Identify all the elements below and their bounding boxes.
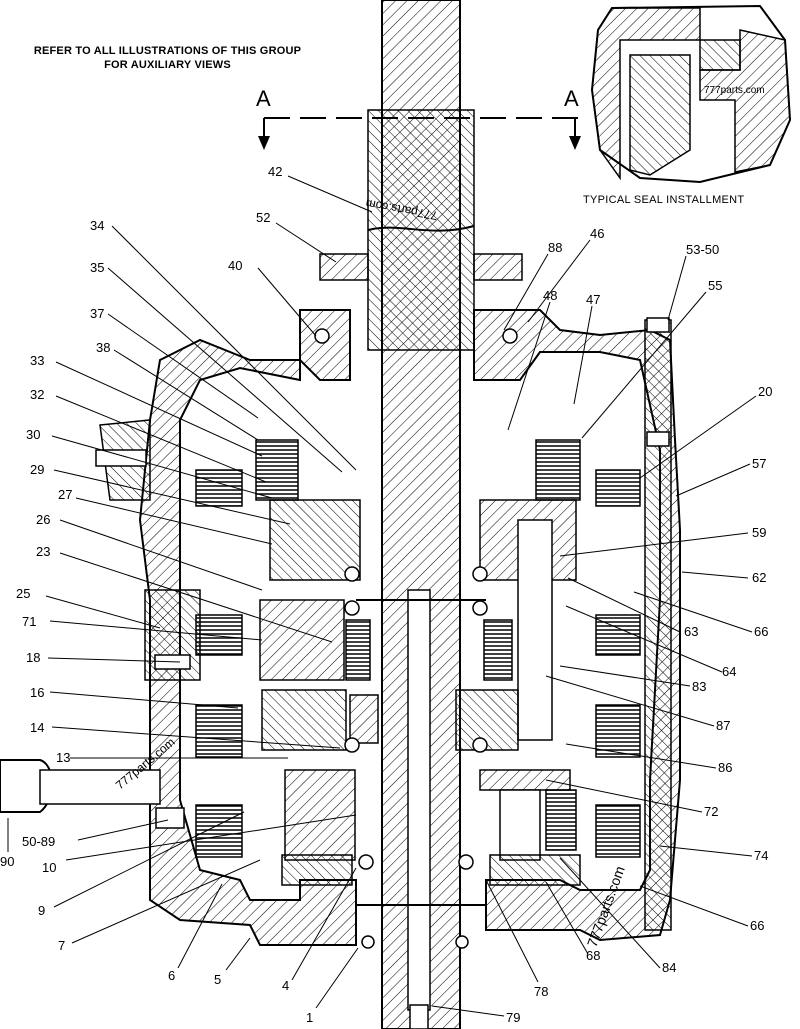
callout-83: 83 <box>692 679 706 694</box>
seal-watermark: 777parts.com <box>704 85 765 96</box>
callout-40: 40 <box>228 258 242 273</box>
callout-55: 55 <box>708 278 722 293</box>
planetary-carriers-left <box>259 499 379 886</box>
callout-71: 71 <box>22 614 36 629</box>
section-marker-left: A <box>256 86 271 111</box>
callout-57: 57 <box>752 456 766 471</box>
refer-note: REFER TO ALL ILLUSTRATIONS OF THIS GROUP… <box>10 44 325 72</box>
callout-33: 33 <box>30 353 44 368</box>
callout-50-89: 50-89 <box>22 834 55 849</box>
callout-7: 7 <box>58 938 65 953</box>
seal-detail-inset: 777parts.com <box>590 4 792 184</box>
callout-87: 87 <box>716 718 730 733</box>
leader-lines-right <box>431 239 757 1017</box>
callout-68: 68 <box>586 948 600 963</box>
callout-78: 78 <box>534 984 548 999</box>
callout-32: 32 <box>30 387 44 402</box>
callout-16: 16 <box>30 685 44 700</box>
callout-84: 84 <box>662 960 676 975</box>
callout-9: 9 <box>38 903 45 918</box>
callout-37: 37 <box>90 306 104 321</box>
callout-88: 88 <box>548 240 562 255</box>
callout-10: 10 <box>42 860 56 875</box>
bearings <box>314 328 518 949</box>
callout-66-upper: 66 <box>754 624 768 639</box>
housing-right <box>473 309 681 942</box>
callout-47: 47 <box>586 292 600 307</box>
callout-86: 86 <box>718 760 732 775</box>
callout-25: 25 <box>16 586 30 601</box>
leader-lines-left <box>7 175 373 1009</box>
callout-18: 18 <box>26 650 40 665</box>
callout-48: 48 <box>543 288 557 303</box>
callout-4: 4 <box>282 978 289 993</box>
callout-72: 72 <box>704 804 718 819</box>
callout-38: 38 <box>96 340 110 355</box>
clutch-packs-right <box>535 439 641 858</box>
side-attachment-90 <box>0 759 185 829</box>
callout-23: 23 <box>36 544 50 559</box>
refer-note-line2: FOR AUXILIARY VIEWS <box>104 59 231 71</box>
callout-62: 62 <box>752 570 766 585</box>
callouts-right: 88 46 48 47 53-50 55 20 57 59 62 63 66 6… <box>506 226 772 1025</box>
callout-30: 30 <box>26 427 40 442</box>
callout-64: 64 <box>722 664 736 679</box>
callout-29: 29 <box>30 462 44 477</box>
callout-42: 42 <box>268 164 282 179</box>
callout-14: 14 <box>30 720 44 735</box>
callout-26: 26 <box>36 512 50 527</box>
callout-5: 5 <box>214 972 221 987</box>
callout-79: 79 <box>506 1010 520 1025</box>
callouts-left: 42 52 40 34 35 37 38 33 32 30 29 27 26 2… <box>0 164 313 1025</box>
callout-66-lower: 66 <box>750 918 764 933</box>
callout-13: 13 <box>56 750 70 765</box>
callout-90: 90 <box>0 854 14 869</box>
callout-35: 35 <box>90 260 104 275</box>
callout-63: 63 <box>684 624 698 639</box>
main-shaft <box>356 0 486 1029</box>
upper-coupling <box>319 253 523 281</box>
callout-1: 1 <box>306 1010 313 1025</box>
callout-6: 6 <box>168 968 175 983</box>
callout-27: 27 <box>58 487 72 502</box>
clutch-packs-left <box>195 439 299 858</box>
planetary-carriers-right <box>455 499 581 886</box>
callout-59: 59 <box>752 525 766 540</box>
callout-52: 52 <box>256 210 270 225</box>
seal-caption: TYPICAL SEAL INSTALLMENT <box>583 194 745 206</box>
callout-74: 74 <box>754 848 768 863</box>
callout-20: 20 <box>758 384 772 399</box>
bottom-bolt <box>409 1004 429 1029</box>
callout-34: 34 <box>90 218 104 233</box>
callout-46: 46 <box>590 226 604 241</box>
callout-53-50: 53-50 <box>686 242 719 257</box>
refer-note-line1: REFER TO ALL ILLUSTRATIONS OF THIS GROUP <box>33 45 302 57</box>
section-marker-right: A <box>564 86 579 111</box>
